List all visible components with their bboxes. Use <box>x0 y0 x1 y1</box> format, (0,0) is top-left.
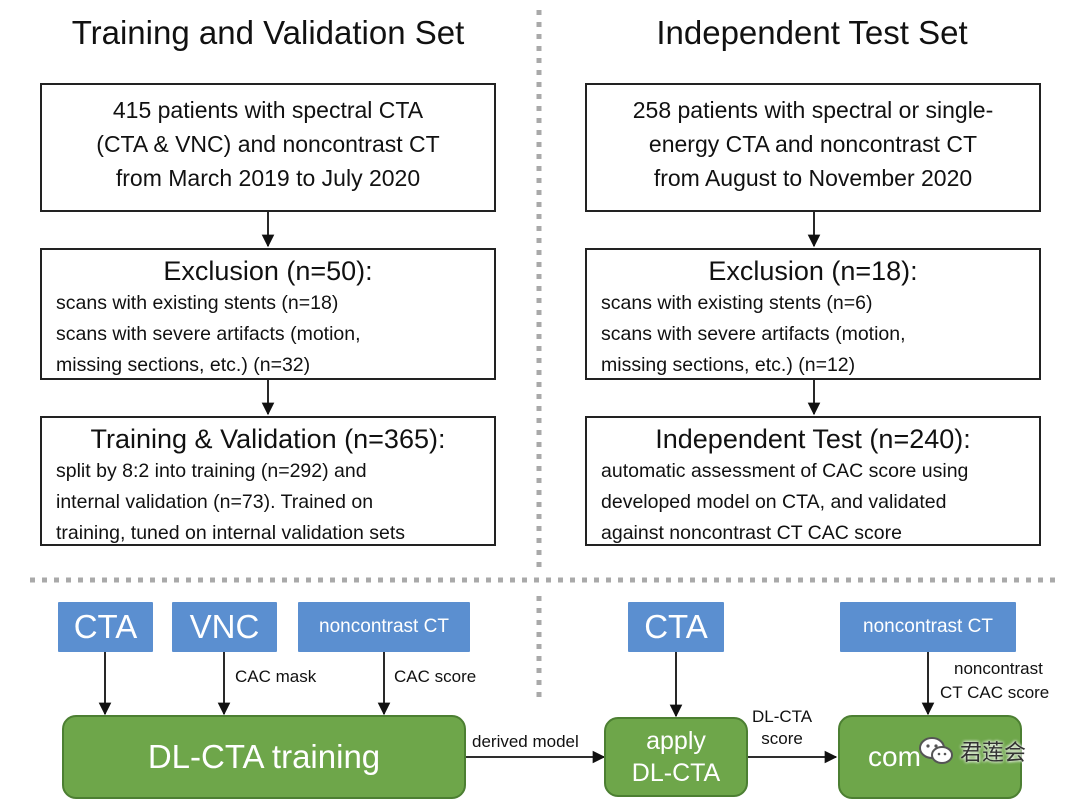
apply-dl-cta-node: apply DL-CTA <box>604 717 748 797</box>
watermark-text: 君莲会 <box>960 740 1027 765</box>
independent-test-box: Independent Test (n=240): automatic asse… <box>585 416 1041 546</box>
test-set-title: Independent Test Set <box>656 14 968 51</box>
apply-node-line: DL-CTA <box>631 759 721 787</box>
test-line: automatic assessment of CAC score using <box>601 460 969 482</box>
vnc-input: VNC <box>172 602 277 652</box>
test-source-box: 258 patients with spectral or single- en… <box>585 83 1041 212</box>
cta-input-left: CTA <box>58 602 153 652</box>
source-line: 415 patients with spectral CTA <box>112 97 424 123</box>
training-line: training, tuned on internal validation s… <box>56 522 406 544</box>
cac-mask-label: CAC mask <box>235 667 317 686</box>
compare-node: com <box>838 715 1022 799</box>
source-line: energy CTA and noncontrast CT <box>648 131 978 157</box>
dl-cta-score-label: DL-CTA score <box>752 706 812 750</box>
exclusion-heading: Exclusion (n=18): <box>708 256 918 286</box>
exclusion-line: missing sections, etc.) (n=12) <box>601 354 856 376</box>
exclusion-details: scans with existing stents (n=6) scans w… <box>587 288 1039 381</box>
dl-cta-score-label-line: score <box>761 729 803 748</box>
training-exclusion-box: Exclusion (n=50): scans with existing st… <box>40 248 496 380</box>
cta-input-right: CTA <box>628 602 724 652</box>
exclusion-line: scans with severe artifacts (motion, <box>56 323 361 345</box>
exclusion-line: scans with existing stents (n=6) <box>601 292 873 314</box>
independent-test-details: automatic assessment of CAC score using … <box>587 456 1039 549</box>
source-line: from August to November 2020 <box>653 165 973 191</box>
independent-test-heading: Independent Test (n=240): <box>655 424 971 454</box>
exclusion-line: missing sections, etc.) (n=32) <box>56 354 311 376</box>
wechat-icon <box>918 736 954 766</box>
training-set-title: Training and Validation Set <box>71 14 465 51</box>
source-line: from March 2019 to July 2020 <box>115 165 421 191</box>
watermark: 君莲会 <box>918 735 1026 767</box>
exclusion-line: scans with existing stents (n=18) <box>56 292 339 314</box>
compare-node-label: com <box>868 741 921 772</box>
test-line: developed model on CTA, and validated <box>601 491 947 513</box>
training-line: split by 8:2 into training (n=292) and <box>56 460 367 482</box>
noncontrast-ct-input-right: noncontrast CT <box>840 602 1016 652</box>
test-exclusion-box: Exclusion (n=18): scans with existing st… <box>585 248 1041 380</box>
noncontrast-cac-score-line: noncontrast <box>954 659 1043 678</box>
dl-cta-score-label-line: DL-CTA <box>752 707 813 726</box>
noncontrast-cac-score-label: noncontrast CT CAC score <box>940 657 1049 705</box>
source-line: 258 patients with spectral or single- <box>632 97 994 123</box>
cac-score-label: CAC score <box>394 667 477 686</box>
noncontrast-ct-input-left: noncontrast CT <box>298 602 470 652</box>
dl-cta-training-node: DL-CTA training <box>62 715 466 799</box>
apply-node-line: apply <box>646 727 706 755</box>
exclusion-details: scans with existing stents (n=18) scans … <box>42 288 494 381</box>
noncontrast-cac-score-line: CT CAC score <box>940 683 1050 702</box>
exclusion-line: scans with severe artifacts (motion, <box>601 323 906 345</box>
source-line: (CTA & VNC) and noncontrast CT <box>96 131 440 157</box>
test-line: against noncontrast CT CAC score <box>601 522 902 544</box>
exclusion-heading: Exclusion (n=50): <box>163 256 373 286</box>
training-validation-box: Training & Validation (n=365): split by … <box>40 416 496 546</box>
training-validation-heading: Training & Validation (n=365): <box>90 424 446 454</box>
training-validation-details: split by 8:2 into training (n=292) and i… <box>42 456 494 549</box>
derived-model-label: derived model <box>472 732 579 751</box>
training-source-box: 415 patients with spectral CTA (CTA & VN… <box>40 83 496 212</box>
training-line: internal validation (n=73). Trained on <box>56 491 374 513</box>
